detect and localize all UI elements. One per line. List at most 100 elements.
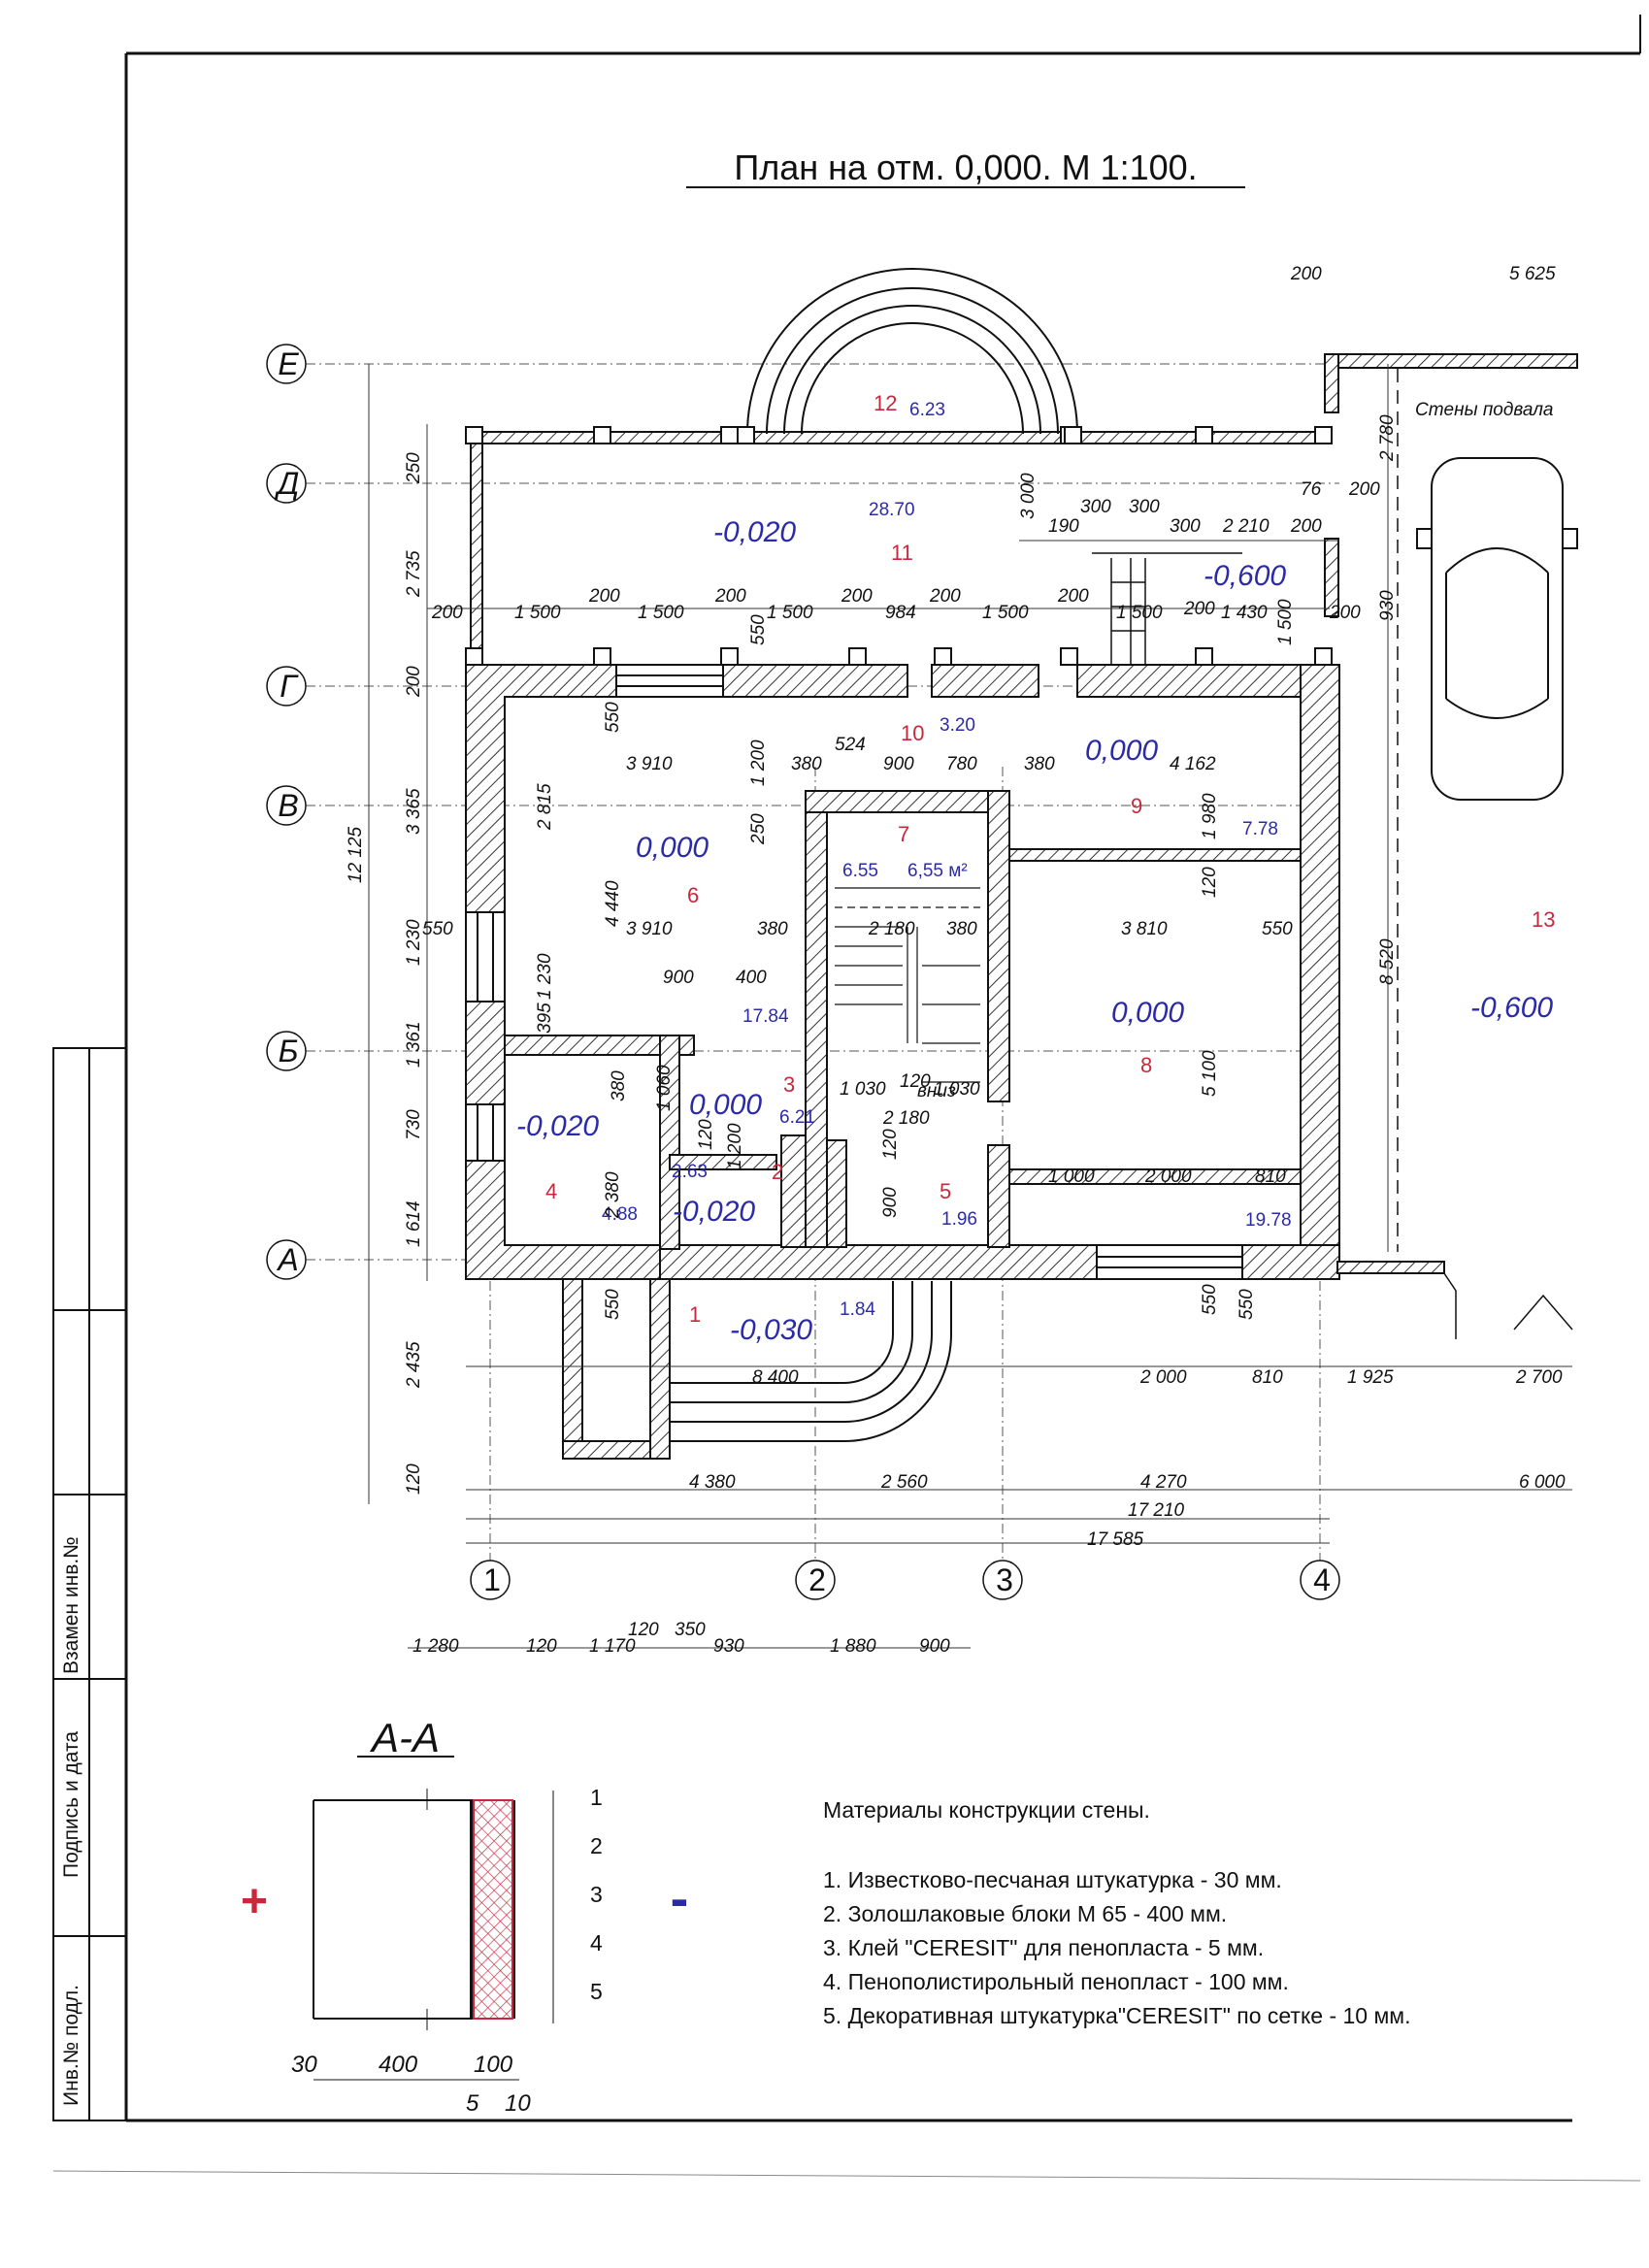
materials-item-5: 5. Декоративная штукатурка"CERESIT" по с… [823,2003,1411,2028]
dim-inner-2180b: 2 180 [882,1108,930,1129]
room-1-number: 1 [689,1302,701,1327]
room-8-level: 0,000 [1111,997,1184,1029]
dimension-lines [368,364,1572,1649]
dim-inner-120a: 120 [696,1119,716,1150]
dim-left-1614: 1 614 [404,1200,424,1247]
dim-top-13: 1 430 [1221,603,1268,623]
axis-label-1: 1 [483,1562,501,1597]
dim-inner-1200b: 1 200 [748,740,769,786]
dim-inner-120c: 120 [880,1129,901,1160]
stamp-column [52,1047,127,2121]
room-11-level: -0,020 [713,516,796,548]
dim-bottom2-4270: 4 270 [1140,1472,1187,1493]
dim-inner-1060: 1 060 [654,1065,675,1111]
section-dim-30: 30 [291,2052,317,2078]
section-aa-drawing [313,1789,554,2081]
room-6-area: 17.84 [742,1006,789,1027]
dim-inner-120b: 120 [900,1071,931,1092]
dim-upper-300b: 300 [1129,497,1160,517]
room-7-area-marked: 6,55 м² [907,861,968,881]
room-12-number: 12 [874,391,897,415]
materials-heading: Материалы конструкции стены. [823,1797,1150,1823]
dim-bottom2-2560: 2 560 [880,1472,928,1493]
dim-inner-8520: 8 520 [1377,938,1398,985]
dim-inner-900c: 900 [880,1187,901,1218]
dim-left-2735: 2 735 [404,550,424,598]
dim-inner-550d: 550 [603,1289,623,1320]
axis-label-e: Е [278,346,299,381]
axis-label-2: 2 [808,1562,826,1597]
dim-small-350: 350 [675,1620,706,1640]
dim-inner-4162: 4 162 [1170,754,1216,774]
room-11-area: 28.70 [869,500,915,520]
dim-top-14: 200 [1329,603,1361,623]
dim-left-730: 730 [404,1109,424,1140]
dim-inner-550a: 550 [603,702,623,733]
dim-top-12: 200 [1183,599,1215,619]
dim-inner-4440: 4 440 [603,880,623,927]
room-8-number: 8 [1140,1053,1152,1077]
room-9-area: 7.78 [1242,819,1278,839]
dim-bottom2-4380: 4 380 [689,1472,736,1493]
dim-top-1: 1 500 [514,603,561,623]
dim-inner-3910b: 3 910 [626,919,673,939]
dim-inner-380b: 380 [609,1070,629,1101]
stair-down-label: вниз [917,1081,956,1101]
dim-top-5: 1 500 [767,603,813,623]
dim-left-3365: 3 365 [404,788,424,835]
basement-walls-label: Стены подвала [1415,400,1554,420]
dim-inner-550f: 550 [1237,1289,1257,1320]
dim-upper-200: 200 [1290,516,1322,537]
dim-top-4: 200 [714,586,746,607]
interior-stairs [835,887,980,1083]
dim-inner-3810: 3 810 [1121,919,1168,939]
dim-inner-1030b: 1 030 [934,1079,980,1100]
dim-small-120b: 120 [628,1620,659,1640]
dim-inner-550c: 550 [1262,919,1293,939]
room-4-area: 4.88 [602,1204,638,1225]
dim-inner-250: 250 [748,813,769,845]
dim-inner-120d: 120 [1200,867,1220,898]
dim-bottom1-8400: 8 400 [752,1367,799,1388]
room-4-level: -0,020 [516,1110,599,1142]
stamp-replace-inv: Взамен инв.№ [60,1536,82,1674]
materials-item-4: 4. Пенополистирольный пенопласт - 100 мм… [823,1969,1289,1994]
dim-inner-2180a: 2 180 [868,919,915,939]
axis-label-g: Г [280,669,299,704]
room-2-level: -0,020 [673,1196,755,1228]
internal-walls [504,790,1302,1250]
dim-top-9: 1 500 [982,603,1029,623]
dim-top-6: 200 [841,586,873,607]
materials-item-1: 1. Известково-песчаная штукатурка - 30 м… [823,1867,1282,1892]
room-11-number: 11 [891,541,913,565]
room-8-area: 19.78 [1245,1210,1292,1231]
room-10-number: 10 [901,721,924,745]
section-dim-100: 100 [474,2052,513,2078]
dim-top-10: 200 [1057,586,1089,607]
dim-inner-900a: 900 [663,968,694,988]
dim-inner-2780: 2 780 [1377,414,1398,462]
dim-inner-1200a: 1 200 [725,1123,745,1169]
dim-bottom2-6000: 6 000 [1519,1472,1566,1493]
dim-inner-5100: 5 100 [1200,1050,1220,1097]
external-walls [465,664,1340,1280]
dim-small-1880: 1 880 [830,1636,876,1657]
dim-inner-780: 780 [946,754,977,774]
room-12-area: 6.23 [909,400,945,420]
dim-left-1361: 1 361 [404,1021,424,1068]
dim-inner-2815: 2 815 [535,783,555,831]
dim-left-2435: 2 435 [404,1341,424,1389]
dim-inner-400: 400 [736,968,767,988]
dim-upper-200b: 200 [1348,479,1380,500]
room-5-number: 5 [940,1179,951,1203]
dim-inner-380c: 380 [791,754,822,774]
entrance-porch [562,1278,671,1460]
room-1-level: -0,030 [730,1314,812,1346]
room-3-area: 6.21 [779,1107,815,1128]
dim-small-120a: 120 [526,1636,557,1657]
dim-inner-380a: 380 [757,919,788,939]
dim-inner-3000: 3 000 [1018,473,1039,519]
room-10-area: 3.20 [940,715,975,736]
section-dim-5: 5 [466,2090,479,2117]
